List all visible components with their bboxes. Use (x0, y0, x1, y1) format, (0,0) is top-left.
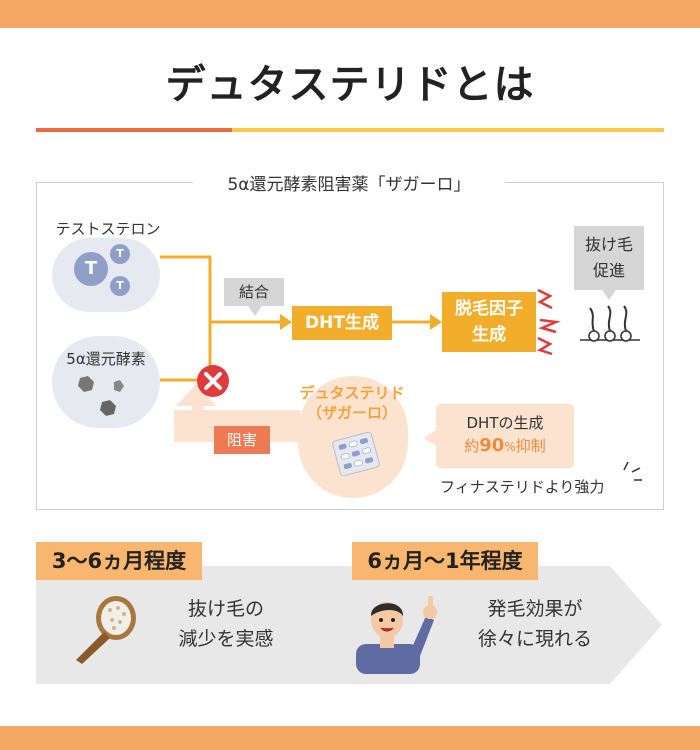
testosterone-mark-large: T (74, 252, 108, 286)
hairloss-factor-box: 脱毛因子 生成 (442, 292, 536, 352)
hairloss-callout: 抜け毛 促進 (574, 226, 644, 290)
stage-1-line2: 減少を実感 (178, 628, 274, 650)
effect-line2: 約90%抑制 (436, 433, 574, 456)
effect-suffix: 抑制 (515, 437, 546, 455)
dht-box: DHT生成 (292, 306, 392, 340)
page-title: デュタステリドとは (165, 62, 535, 108)
bind-arrowhead (280, 314, 292, 330)
effect-percent-sign: % (504, 440, 516, 454)
inhibit-tag: 阻害 (214, 426, 270, 454)
stage-1-period: 3〜6ヵ月程度 (36, 542, 202, 580)
drug-name: デュタステリド (299, 384, 405, 402)
zigzag-1 (537, 288, 553, 310)
hair-follicle-icon (580, 305, 640, 342)
testosterone-label: テストステロン (55, 220, 161, 238)
zigzag-3 (537, 336, 553, 356)
hairbrush-icon (76, 596, 136, 664)
hairloss-callout-line2: 促進 (592, 261, 625, 280)
testosterone-mark-small-2: T (110, 276, 130, 296)
hairloss-factor-line1: 脱毛因子 (455, 299, 523, 319)
top-band (0, 0, 700, 28)
drug-alias: （ザガーロ） (306, 404, 397, 422)
emphasis-tick-2 (631, 467, 641, 473)
bind-tag-pointer (248, 306, 262, 316)
stage-2-period: 6ヵ月〜1年程度 (352, 542, 538, 580)
enzyme-molecule-icon (78, 376, 124, 416)
zigzag-2 (538, 318, 561, 334)
stage-2-line2: 徐々に現れる (477, 628, 592, 650)
pill-pack-icon (332, 432, 380, 476)
effect-prefix: 約 (464, 437, 480, 455)
stage-1-chevron (36, 566, 350, 684)
bind-tag: 結合 (224, 278, 284, 306)
stage-1-line1: 抜け毛の (187, 598, 264, 620)
title-underline-orange (36, 128, 232, 132)
dht-arrowhead (430, 314, 442, 330)
effect-line1: DHTの生成 (466, 414, 544, 432)
hairloss-callout-pointer (602, 290, 616, 300)
block-x-icon (197, 365, 229, 397)
comparison-note: フィナステリドより強力 (440, 478, 605, 496)
stage-1-text: 抜け毛の 減少を実感 (156, 594, 296, 654)
hairloss-callout-line1: 抜け毛 (584, 235, 633, 254)
bottom-band (0, 726, 700, 750)
stage-2-line1: 発毛効果が (487, 598, 583, 620)
testosterone-mark-small-1: T (110, 244, 130, 264)
emphasis-tick-1 (623, 461, 629, 471)
hairloss-factor-line2: 生成 (472, 325, 506, 345)
enzyme-label: 5α還元酵素 (66, 350, 146, 368)
diagram-frame-label: 5α還元酵素阻害薬「ザガーロ」 (193, 172, 505, 198)
stage-2-text: 発毛効果が 徐々に現れる (460, 594, 610, 654)
happy-man-icon (356, 596, 437, 674)
testosterone-line (160, 255, 212, 380)
effect-percent-value: 90 (479, 435, 505, 456)
effect-callout-pointer (424, 430, 436, 446)
title-underline-yellow (232, 128, 664, 132)
effect-callout: DHTの生成 約90%抑制 (436, 404, 574, 468)
